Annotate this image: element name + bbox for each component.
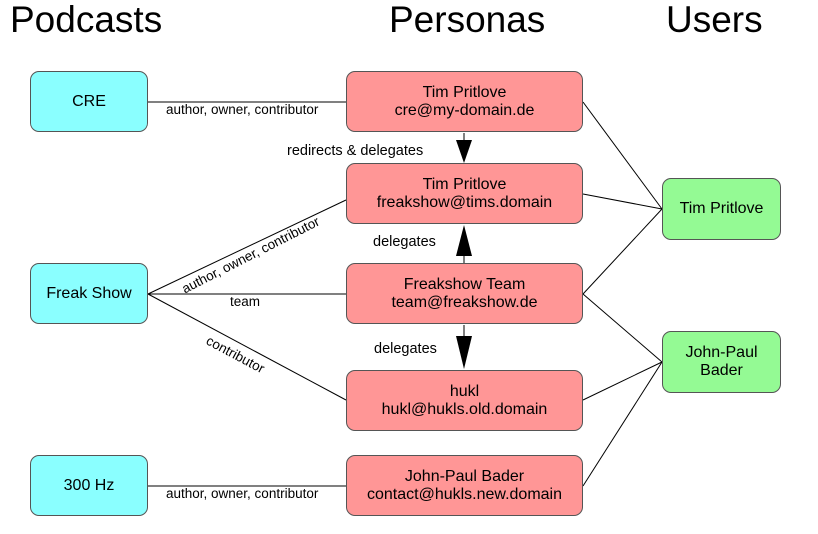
edge-tim-freakshow-user-tim (582, 193, 663, 210)
heading-personas: Personas (389, 0, 546, 40)
persona-name: Tim Pritlove (422, 83, 507, 101)
user-john-paul-bader-label: John-Paul Bader (685, 344, 758, 379)
edge-freakshow-hukl (147, 293, 347, 401)
edge-team-user-tim (582, 208, 663, 295)
edge-hukl-user-jpb (582, 361, 663, 401)
edge-team-user-jpb (582, 293, 663, 363)
heading-podcasts: Podcasts (10, 0, 163, 40)
persona-freakshow-team[interactable]: Freakshow Team team@freakshow.de (346, 263, 583, 324)
arrow-redirect-head (456, 140, 472, 163)
persona-tim-cre[interactable]: Tim Pritlove cre@my-domain.de (346, 71, 583, 132)
persona-name: John-Paul Bader (404, 467, 525, 485)
persona-email: team@freakshow.de (391, 293, 538, 311)
edge-label-300hz-role: author, owner, contributor (166, 486, 319, 501)
edge-label-cre-role: author, owner, contributor (166, 102, 319, 117)
edge-label-freakshow-team-role: team (230, 294, 261, 309)
heading-users: Users (666, 0, 763, 40)
persona-hukl[interactable]: hukl hukl@hukls.old.domain (346, 370, 583, 431)
podcast-cre-label: CRE (72, 92, 106, 110)
podcast-cre[interactable]: CRE (30, 71, 148, 132)
user-tim-pritlove[interactable]: Tim Pritlove (662, 178, 781, 240)
persona-name: Freakshow Team (403, 275, 526, 293)
persona-john-paul-bader[interactable]: John-Paul Bader contact@hukls.new.domain (346, 455, 583, 516)
podcast-300hz-label: 300 Hz (63, 476, 115, 494)
podcast-freak-show[interactable]: Freak Show (30, 263, 148, 324)
edge-label-delegates-down: delegates (374, 341, 437, 357)
persona-tim-freakshow[interactable]: Tim Pritlove freakshow@tims.domain (346, 163, 583, 224)
edge-jpb-persona-user-jpb (582, 361, 663, 487)
user-john-paul-bader[interactable]: John-Paul Bader (662, 331, 781, 393)
persona-email: freakshow@tims.domain (376, 193, 553, 211)
edge-tim-cre-user-tim (582, 101, 663, 210)
edge-freakshow-tim-freakshow (147, 199, 347, 295)
user-tim-pritlove-label: Tim Pritlove (679, 200, 764, 217)
podcast-300hz[interactable]: 300 Hz (30, 455, 148, 516)
edge-label-redirects-delegates: redirects & delegates (287, 143, 424, 159)
edge-label-delegates-up: delegates (373, 234, 436, 250)
persona-name: hukl (449, 382, 480, 400)
persona-email: hukl@hukls.old.domain (381, 400, 548, 418)
persona-email: cre@my-domain.de (394, 101, 535, 119)
arrow-delegate-down-head (456, 336, 472, 369)
podcast-freak-show-label: Freak Show (46, 284, 132, 302)
persona-name: Tim Pritlove (422, 175, 507, 193)
arrow-delegate-up-head (456, 225, 472, 256)
persona-email: contact@hukls.new.domain (366, 485, 562, 503)
